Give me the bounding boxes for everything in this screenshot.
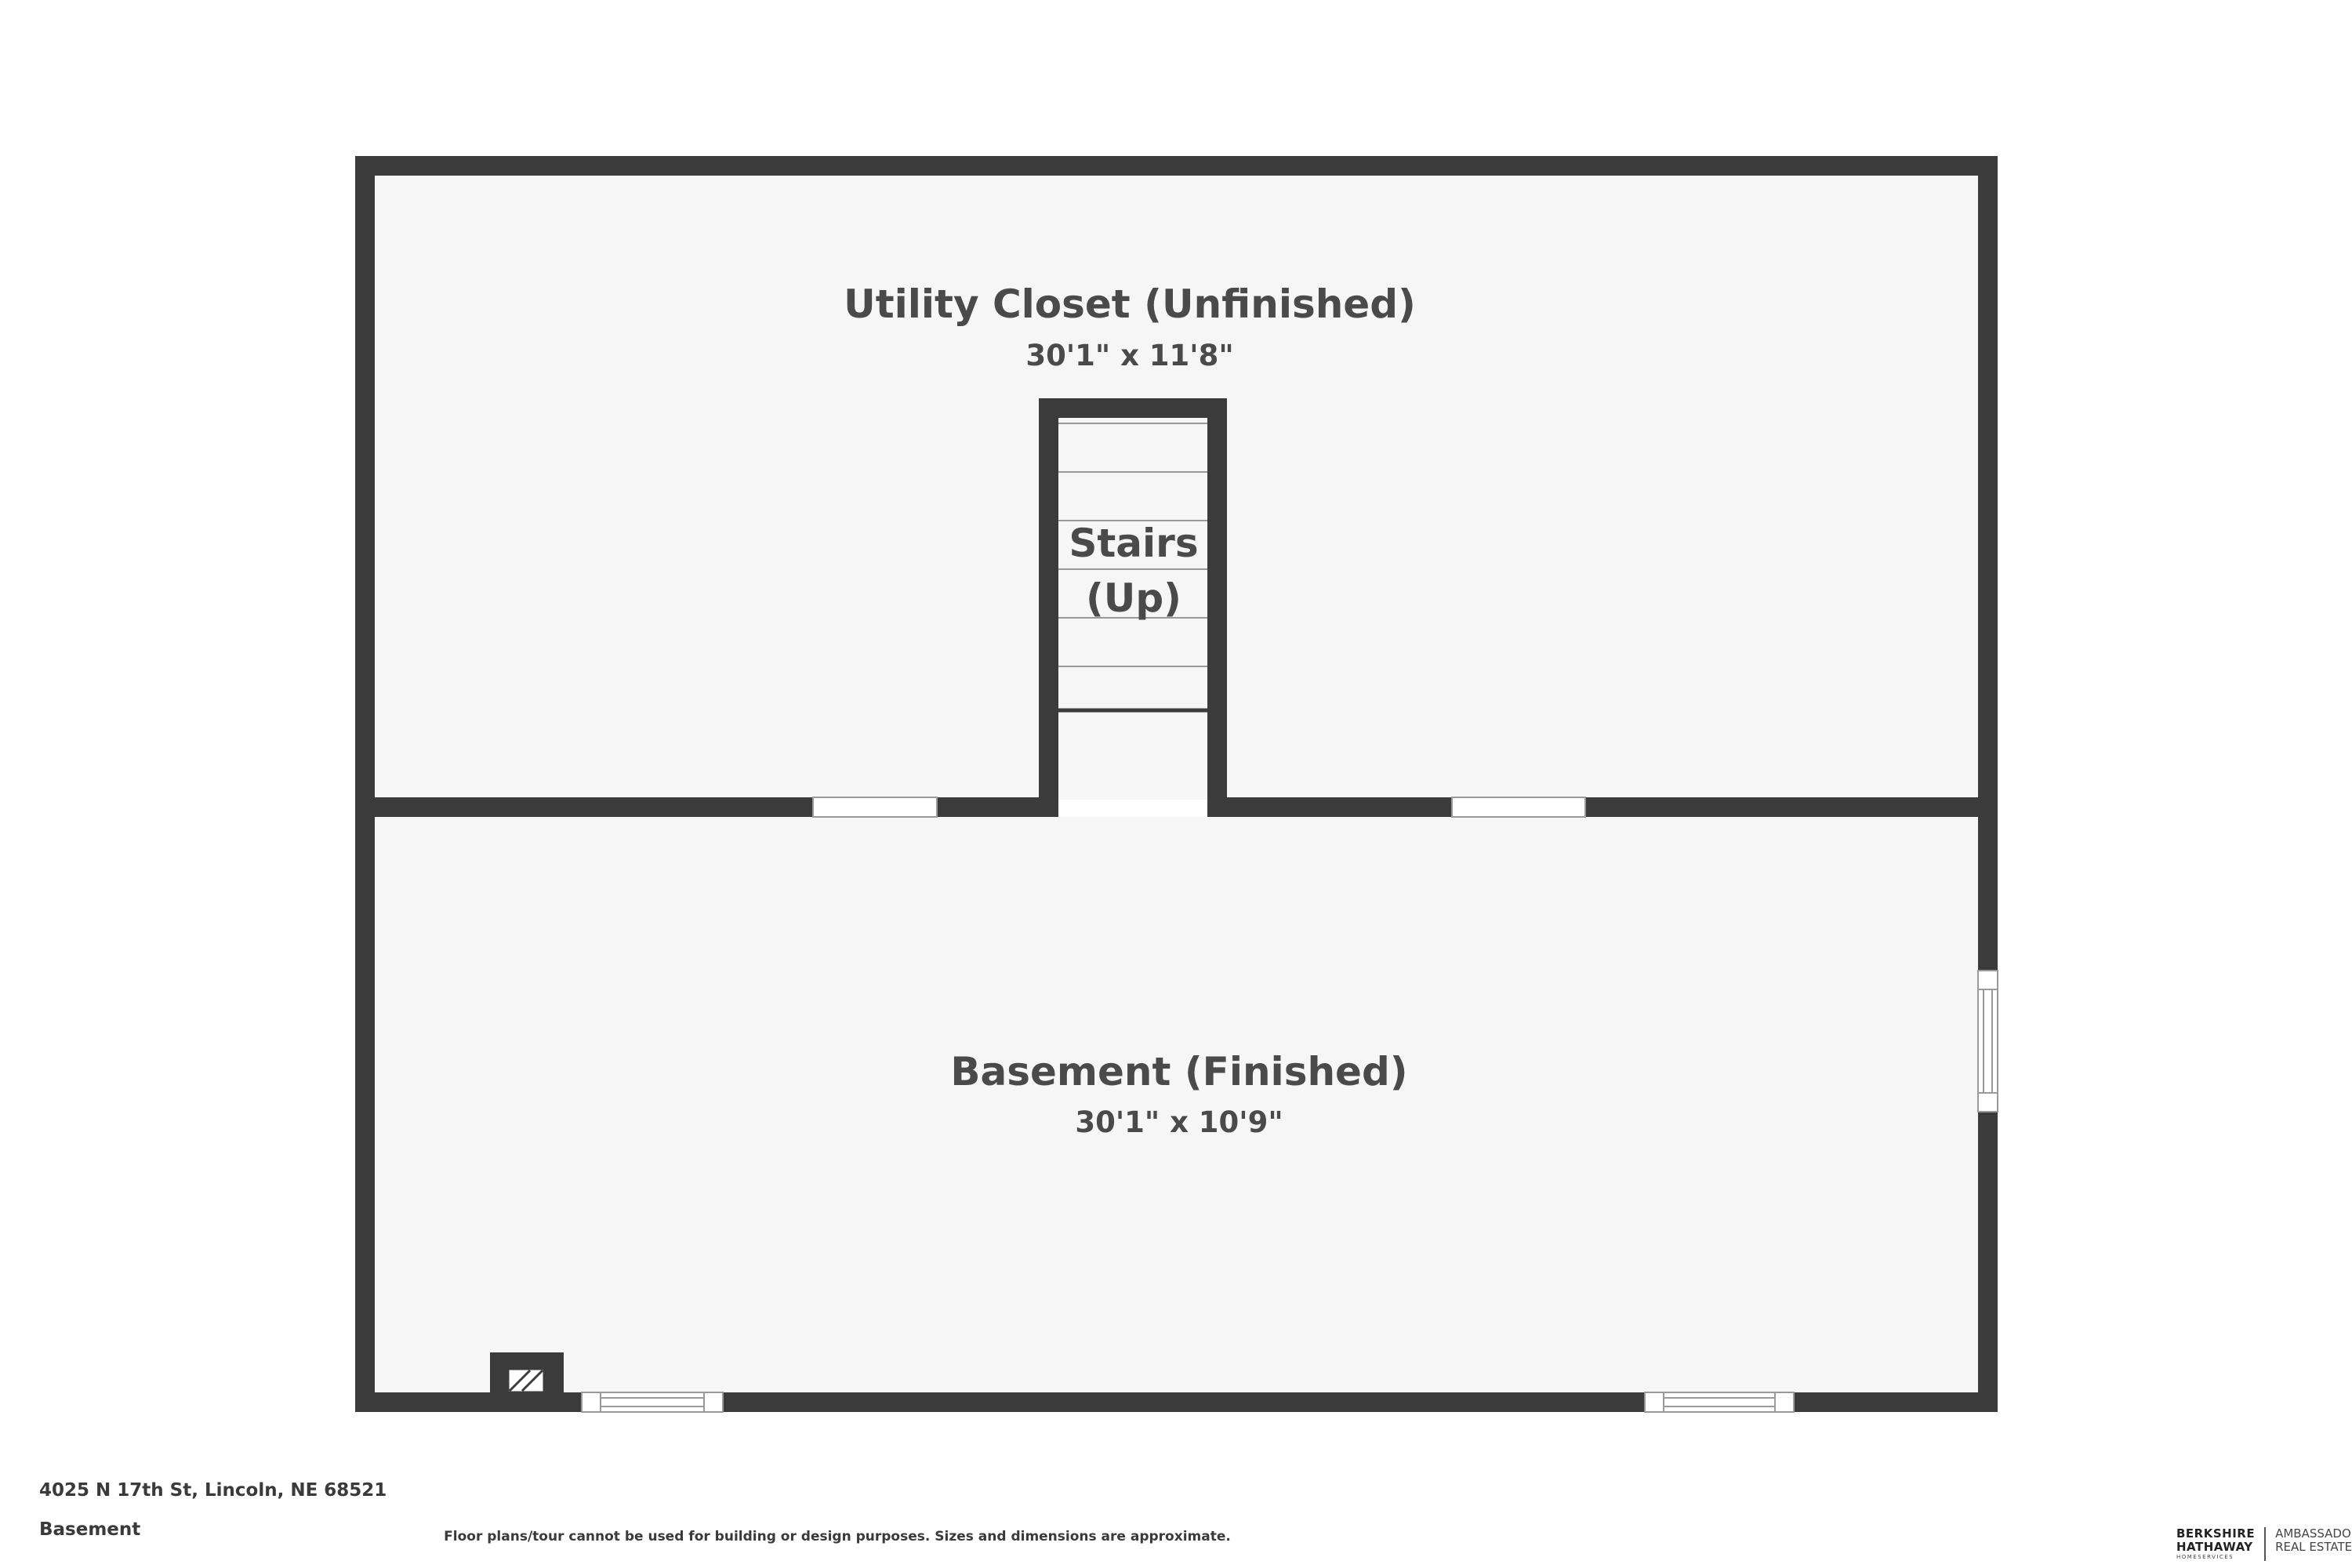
logo-right: AMBASSADOR REAL ESTATE (2266, 1527, 2352, 1554)
window-bottom-left (581, 1392, 724, 1413)
window-bottom-right (1644, 1392, 1795, 1413)
window-right-wall (1977, 970, 1998, 1112)
logo-line3: HOMESERVICES (2176, 1554, 2234, 1560)
basement-dimensions: 30'1" x 10'9" (1075, 1105, 1283, 1139)
door-left (812, 797, 938, 818)
disclaimer-text: Floor plans/tour cannot be used for buil… (444, 1529, 1231, 1544)
stairs-label-line1: Stairs (1069, 521, 1198, 566)
logo-left: BERKSHIRE HATHAWAY HOMESERVICES (2176, 1526, 2267, 1561)
door-right (1451, 797, 1586, 818)
property-address: 4025 N 17th St, Lincoln, NE 68521 (39, 1480, 387, 1501)
basement-floor (375, 817, 1979, 1394)
flue-box (490, 1352, 564, 1396)
brokerage-logo: BERKSHIRE HATHAWAY HOMESERVICES AMBASSAD… (2176, 1527, 2352, 1563)
stairs-label-line2: (Up) (1086, 575, 1181, 621)
utility-closet-name: Utility Closet (Unfinished) (844, 281, 1416, 327)
logo-right-line1: AMBASSADOR (2275, 1526, 2352, 1541)
logo-line2: HATHAWAY (2176, 1540, 2253, 1554)
floor-name: Basement (39, 1519, 141, 1540)
interior-wall (375, 797, 1978, 817)
logo-right-line2: REAL ESTATE (2275, 1540, 2352, 1554)
logo-line1: BERKSHIRE (2176, 1526, 2256, 1541)
stairwell (1039, 398, 1227, 817)
utility-closet-dimensions: 30'1" x 11'8" (1025, 339, 1233, 372)
stair-treads (1058, 423, 1207, 667)
interior-doors (812, 797, 1586, 818)
basement-name: Basement (Finished) (950, 1049, 1407, 1094)
